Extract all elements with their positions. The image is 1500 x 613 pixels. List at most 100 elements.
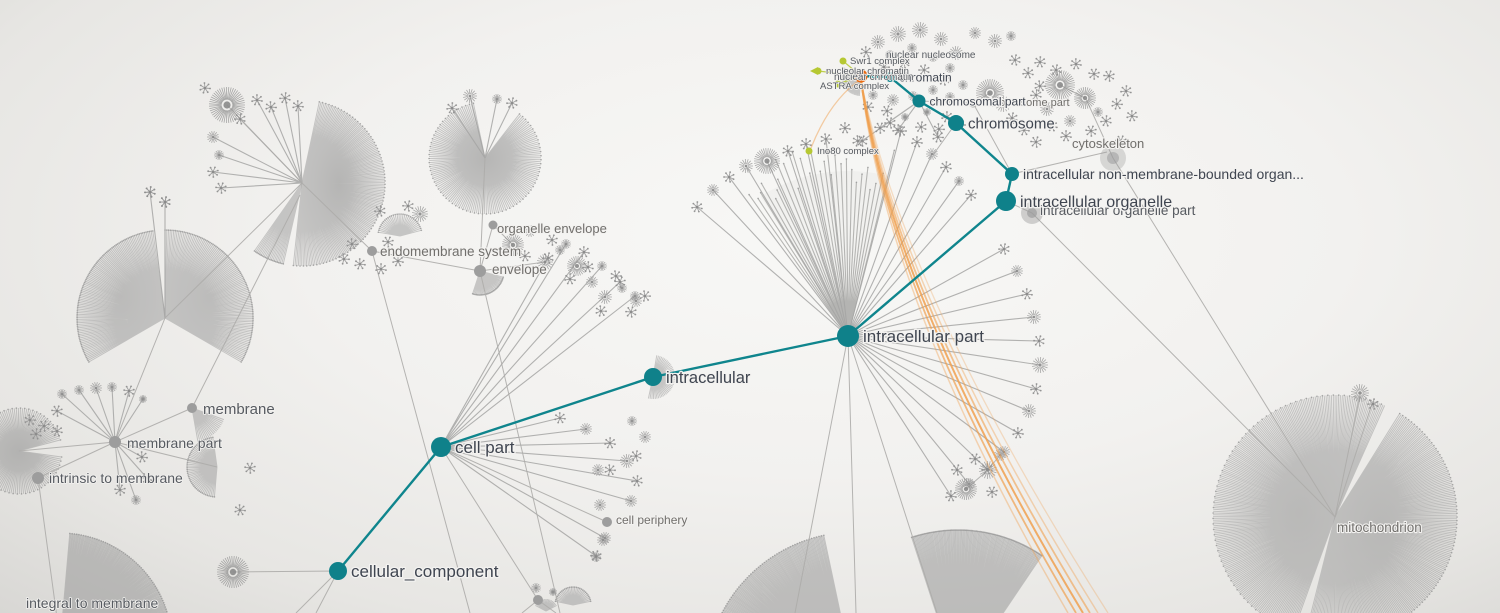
node-dot [969, 193, 973, 197]
node-chromosomal-part[interactable] [912, 94, 926, 108]
label-intracellular-non-membrane-bounded-organelle[interactable]: intracellular non-membrane-bounded organ… [1022, 165, 1306, 184]
node-cellular-component[interactable] [329, 562, 347, 580]
label-chromatin[interactable]: chromatin [898, 69, 953, 86]
asterisk-node-glyph [579, 246, 589, 257]
node-dot [629, 310, 633, 314]
gray-term-node[interactable] [1107, 152, 1119, 164]
gray-term-node[interactable] [367, 246, 377, 256]
asterisk-node-dots [1022, 67, 1034, 79]
node-intracellular[interactable] [644, 368, 662, 386]
complex-node[interactable] [805, 147, 813, 155]
label-nuclear-nucleosome[interactable]: nuclear nucleosome [885, 49, 977, 62]
node-dot [203, 86, 207, 90]
label-membrane-part[interactable]: membrane part [126, 434, 223, 452]
pinwheel-node-glyph [954, 176, 964, 186]
node-dot [586, 265, 590, 269]
gray-term-node[interactable] [488, 220, 498, 230]
pinwheel-node-glyph [591, 552, 601, 562]
node-dot [896, 128, 900, 132]
label-cytoskeleton[interactable]: cytoskeleton [1071, 135, 1145, 152]
asterisk-node-dots [1088, 68, 1100, 80]
gray-nodes [32, 98, 1126, 605]
label-integral-to-membrane[interactable]: integral to membrane [25, 594, 159, 612]
asterisk-node-glyph [801, 138, 812, 149]
label-cell-periphery[interactable]: cell periphery [615, 512, 689, 528]
node-dot [118, 488, 122, 492]
asterisk-node-glyph [1009, 55, 1020, 65]
pinwheel-node-glyph [597, 534, 609, 546]
asterisk-node-glyph [251, 94, 262, 105]
labels: nuclear nucleosome chromosome part cytoske… [25, 49, 1423, 612]
label-intracellular-organelle[interactable]: intracellular organelle [1019, 192, 1174, 212]
label-ino80-complex[interactable]: Ino80 complex [816, 145, 880, 158]
asterisk-node-glyph [1047, 120, 1057, 131]
gray-term-node[interactable] [109, 436, 121, 448]
asterisk-node-glyph [1030, 383, 1041, 394]
node-intracellular-non-membrane-bounded-organelle[interactable] [1005, 167, 1019, 181]
node-dot [643, 294, 647, 298]
label-chromosome-part[interactable]: chromosome part [983, 96, 1071, 110]
node-intracellular-organelle[interactable] [996, 191, 1016, 211]
fan-rim-dots [1212, 394, 1383, 613]
asterisk-node-dots [625, 306, 637, 318]
fan-cluster [62, 533, 168, 613]
label-swr1-complex[interactable]: Swr1 complex [849, 55, 911, 68]
asterisk-node-dots [874, 122, 886, 134]
complex-node[interactable] [839, 57, 847, 65]
label-cellular-component[interactable]: cellular_component [350, 561, 500, 583]
node-dot [1027, 409, 1031, 413]
asterisk-node-dots [915, 121, 927, 133]
complex-node[interactable] [834, 80, 842, 88]
label-intracellular[interactable]: intracellular [665, 368, 752, 389]
node-dot [1119, 139, 1123, 143]
node-dot [876, 40, 880, 44]
asterisk-node-dots [1030, 136, 1042, 148]
label-intracellular-organelle-part[interactable]: intracellular organelle part [1039, 202, 1196, 219]
node-chromatin[interactable] [885, 72, 895, 82]
node-dot [1010, 116, 1014, 120]
gray-term-node[interactable] [968, 98, 978, 108]
gray-term-node[interactable] [1027, 208, 1037, 218]
asterisk-node-dots [1012, 427, 1024, 439]
node-dot [919, 125, 923, 129]
asterisk-node-glyph [144, 186, 155, 197]
label-endomembrane-system[interactable]: endomembrane system [379, 243, 522, 260]
asterisk-node-glyph [861, 46, 871, 57]
node-intracellular-part[interactable] [837, 325, 859, 347]
gray-term-node[interactable] [474, 265, 486, 277]
label-nuclear-chromatin[interactable]: nuclear chromatin [833, 71, 914, 84]
asterisk-node-dots [604, 437, 616, 449]
asterisk-node-dots [986, 486, 998, 498]
label-cell-part[interactable]: cell part [454, 437, 516, 459]
asterisk-node-dots [159, 196, 171, 208]
gray-term-node[interactable] [602, 517, 612, 527]
label-envelope[interactable]: envelope [491, 261, 548, 278]
orange-association-edge [860, 79, 1069, 613]
pinwheel-node-glyph [1040, 101, 1054, 117]
gray-term-node[interactable] [32, 472, 44, 484]
label-organelle-envelope[interactable]: organelle envelope [496, 220, 608, 237]
asterisk-node-dots [1085, 125, 1097, 137]
label-intracellular-part[interactable]: intracellular part [862, 326, 986, 348]
label-membrane[interactable]: membrane [202, 400, 275, 419]
node-chromosome[interactable] [948, 115, 964, 131]
asterisk-node-dots [24, 414, 36, 426]
gray-term-node[interactable] [533, 595, 543, 605]
label-chromosomal-part[interactable]: chromosomal part [928, 93, 1027, 110]
gray-term-node[interactable] [187, 403, 197, 413]
label-astra-complex[interactable]: ASTRA complex [819, 80, 890, 93]
node-cell-part[interactable] [431, 437, 451, 457]
node-dot [866, 105, 870, 109]
label-mitochondrion[interactable]: mitochondrion [1336, 519, 1423, 536]
node-dot [211, 170, 215, 174]
fan-cluster [76, 230, 166, 363]
pinwheel-node-glyph [592, 464, 604, 476]
asterisk-node-dots [604, 464, 616, 476]
node-nuclear-chromatin-selected[interactable] [854, 69, 868, 83]
label-intrinsic-to-membrane[interactable]: intrinsic to membrane [48, 469, 184, 487]
node-dot [590, 280, 594, 284]
label-nucleolar-chromatin[interactable]: nucleolar chromatin [825, 65, 910, 78]
asterisk-node-dots [911, 136, 923, 148]
label-chromosome[interactable]: chromosome [967, 114, 1056, 134]
